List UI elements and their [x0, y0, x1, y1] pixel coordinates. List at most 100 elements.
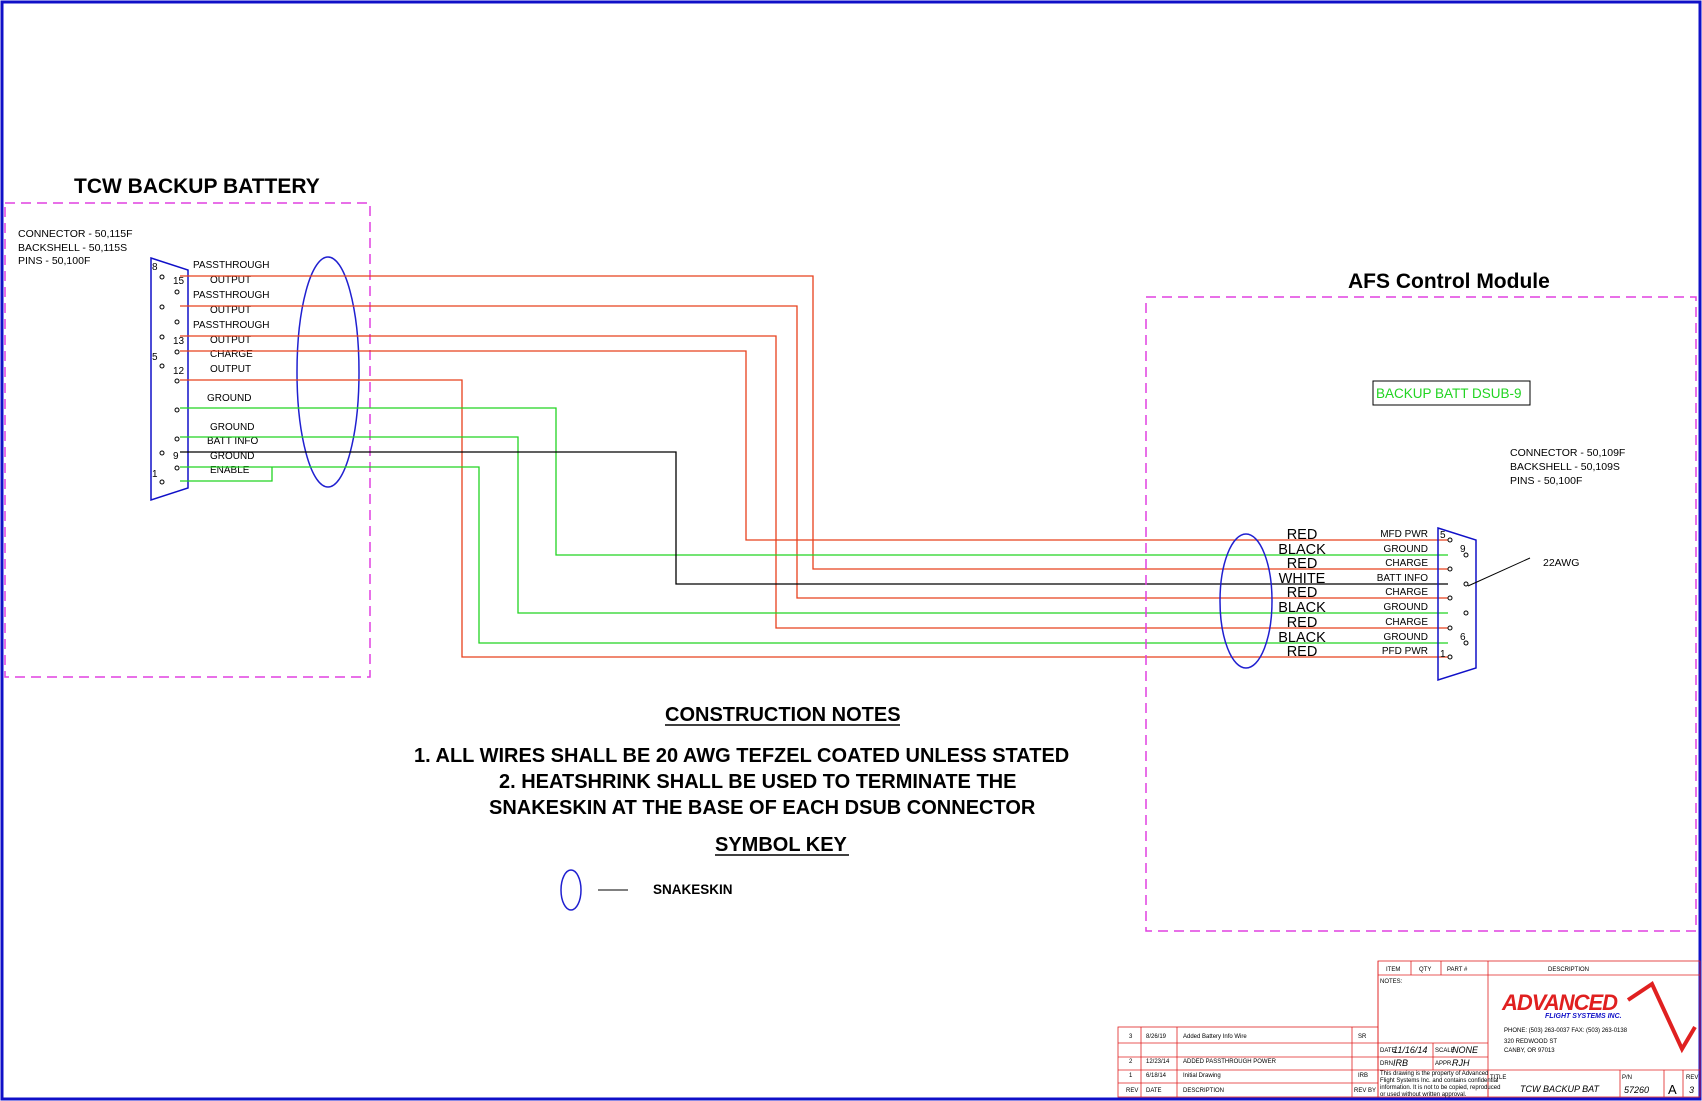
left-pin-circle: [174, 407, 180, 413]
dsub-label: BACKUP BATT DSUB-9: [1376, 386, 1522, 401]
right-pin-circle: [1447, 566, 1453, 572]
wire-signal-label: GROUND: [1384, 544, 1428, 555]
right-pin-circle: [1447, 654, 1453, 660]
left-pin-label: BATT INFO: [207, 436, 259, 447]
wire-signal-label: BATT INFO: [1377, 573, 1429, 584]
rev-num: 3: [1129, 1034, 1133, 1040]
left-pin-labels: PASSTHROUGHOUTPUTPASSTHROUGHOUTPUTPASSTH…: [193, 260, 270, 476]
right-pins-spec: PINS - 50,100F: [1510, 475, 1582, 487]
parts-header-qty: QTY: [1419, 967, 1431, 973]
right-pin-circle: [1447, 537, 1453, 543]
left-pin-label: GROUND: [210, 451, 254, 462]
pn-value: 57260: [1624, 1085, 1649, 1095]
logo-subtext: FLIGHT SYSTEMS INC.: [1545, 1013, 1622, 1020]
left-pin-label: ENABLE: [210, 465, 250, 476]
notes-heading: CONSTRUCTION NOTES: [665, 704, 901, 726]
rev-date: 8/26/19: [1146, 1034, 1167, 1040]
left-pin-circle: [174, 465, 180, 471]
title-label: TITLE: [1490, 1075, 1506, 1081]
left-pin-number: 15: [173, 276, 185, 287]
right-backshell-spec: BACKSHELL - 50,109S: [1510, 461, 1620, 473]
parts-header-description: DESCRIPTION: [1548, 967, 1589, 973]
right-pin-circle: [1463, 610, 1469, 616]
wire-color-label: BLACK: [1278, 542, 1326, 558]
left-pins-spec: PINS - 50,100F: [18, 255, 90, 267]
right-module-outline: [1145, 296, 1697, 932]
left-pin-circle: [159, 274, 165, 280]
pn-label: P/N: [1622, 1075, 1632, 1081]
scale-label: SCALE: [1435, 1048, 1455, 1054]
dsub-label-box: [1372, 380, 1531, 406]
gauge-leader-line: [1467, 557, 1531, 587]
drn-label: DRN: [1380, 1061, 1393, 1067]
left-pin-circle: [159, 304, 165, 310]
left-pins: [159, 274, 180, 485]
left-pin-circle: [159, 363, 165, 369]
wire-signal-label: MFD PWR: [1380, 529, 1428, 540]
wire-color-label: RED: [1287, 585, 1318, 601]
wire-color-label: RED: [1287, 615, 1318, 631]
property-notice: information. It is not to be copied, rep…: [1380, 1085, 1500, 1091]
right-pin-number: 6: [1460, 632, 1466, 643]
left-pin-circle: [159, 479, 165, 485]
wire-signal-label: GROUND: [1384, 632, 1428, 643]
rev-date: 12/23/14: [1146, 1059, 1170, 1065]
wire: [180, 436, 1448, 614]
left-pin-label: PASSTHROUGH: [193, 260, 270, 271]
left-pin-label: OUTPUT: [210, 335, 251, 346]
company-address-1: 320 REDWOOD ST: [1504, 1039, 1557, 1045]
rev-description: Added Battery Info Wire: [1183, 1034, 1247, 1040]
rev-label: REV: [1686, 1075, 1698, 1081]
right-pin-circle: [1463, 640, 1469, 646]
rev-num: 2: [1129, 1059, 1133, 1065]
right-pin-number: 5: [1440, 530, 1446, 541]
property-notice: Flight Systems Inc. and contains confide…: [1380, 1078, 1498, 1084]
right-pin-number: 9: [1460, 544, 1466, 555]
rev-header-date: DATE: [1146, 1088, 1162, 1094]
symbol-key: SYMBOL KEY SNAKESKIN: [560, 834, 849, 911]
wire-color-label: BLACK: [1278, 600, 1326, 616]
wire: [180, 350, 1448, 541]
symbol-key-heading: SYMBOL KEY: [715, 834, 848, 856]
drn-value: IRB: [1393, 1058, 1408, 1068]
wire: [180, 407, 1448, 556]
left-snakeskin-ellipse: [296, 256, 360, 488]
left-pin-circle: [174, 289, 180, 295]
wire-gauge-note: 22AWG: [1543, 557, 1579, 569]
wire: [180, 379, 1448, 658]
left-pin-circle: [159, 450, 165, 456]
right-pin-number: 1: [1440, 649, 1446, 660]
left-pin-circle: [159, 334, 165, 340]
rev-num: 1: [1129, 1073, 1133, 1079]
wire: [180, 451, 1448, 585]
left-pin-circle: [174, 378, 180, 384]
company-phone: PHONE: (503) 263-0037 FAX: (503) 263-013…: [1504, 1028, 1628, 1034]
company-address-2: CANBY, OR 97013: [1504, 1048, 1555, 1054]
note-line-3: SNAKESKIN AT THE BASE OF EACH DSUB CONNE…: [489, 797, 1036, 819]
snakeskin-symbol-icon: [560, 869, 582, 911]
right-module-title: AFS Control Module: [1348, 270, 1550, 293]
enable-jumper-wire: [180, 467, 273, 482]
construction-notes: CONSTRUCTION NOTES 1. ALL WIRES SHALL BE…: [414, 704, 1069, 819]
parts-header-item: ITEM: [1386, 967, 1400, 973]
note-line-2: 2. HEATSHRINK SHALL BE USED TO TERMINATE…: [499, 771, 1016, 793]
right-dsub-connector-shell: [1437, 526, 1477, 682]
left-module-title: TCW BACKUP BATTERY: [74, 175, 320, 198]
left-pin-label: CHARGE: [210, 349, 253, 360]
logo-text: ADVANCED: [1501, 990, 1618, 1015]
rev-date: 6/18/14: [1146, 1073, 1167, 1079]
property-notice: or used without written approval.: [1380, 1092, 1467, 1098]
left-pin-label: GROUND: [207, 393, 251, 404]
rev-header-rev: REV: [1126, 1088, 1138, 1094]
left-pin-number: 12: [173, 366, 185, 377]
rev-value: 3: [1689, 1085, 1694, 1095]
rev-header-by: REV BY: [1354, 1088, 1376, 1094]
title-value: TCW BACKUP BAT: [1520, 1084, 1601, 1094]
right-pin-circle: [1463, 581, 1469, 587]
note-line-1: 1. ALL WIRES SHALL BE 20 AWG TEFZEL COAT…: [414, 745, 1069, 767]
right-pin-circle: [1463, 552, 1469, 558]
logo-checkmark-icon: [1626, 981, 1697, 1054]
left-pin-number: 13: [173, 336, 185, 347]
right-pin-circle: [1447, 625, 1453, 631]
